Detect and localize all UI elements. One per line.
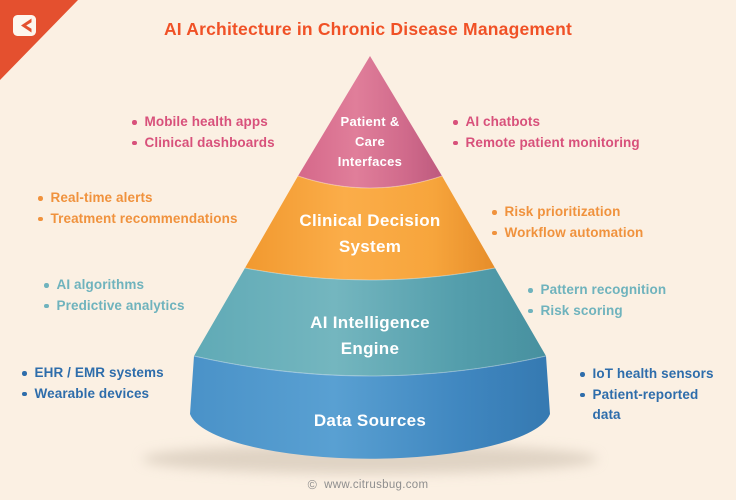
bullet-text: Wearable devices <box>34 385 150 401</box>
layer-shape-data-sources <box>190 356 550 459</box>
corner-triangle <box>0 0 78 80</box>
layer-label-line: Data Sources <box>313 411 427 430</box>
bullet-dot <box>132 140 137 145</box>
list-item: AI algorithms <box>44 275 185 296</box>
bullets-left-clinical-decision-system: Real-time alerts Treatment recommendatio… <box>38 188 238 229</box>
layer-label-line: Care <box>354 134 386 149</box>
bullet-dot <box>22 391 27 396</box>
layer-label-line: System <box>338 237 402 256</box>
bullet-dot <box>492 210 497 215</box>
brand-corner <box>0 0 78 80</box>
bullet-text: AI algorithms <box>56 277 145 292</box>
bullet-text: Clinical dashboards <box>144 134 275 150</box>
layer-label-data-sources: Data Sources <box>255 410 485 432</box>
bullet-dot <box>528 288 533 293</box>
cone-shadow <box>142 444 598 474</box>
list-item: Risk scoring <box>528 301 666 322</box>
list-item: Risk prioritization <box>492 202 643 223</box>
bullets-right-patient-care-interfaces: AI chatbots Remote patient monitoring <box>453 112 640 153</box>
list-item: Real-time alerts <box>38 188 238 209</box>
layer-label-line: Engine <box>340 339 400 358</box>
footer-url: www.citrusbug.com <box>324 479 429 492</box>
list-item: Mobile health apps <box>132 112 275 133</box>
list-item: AI chatbots <box>453 112 640 133</box>
layer-label-line: AI Intelligence <box>310 313 430 332</box>
bullet-dot <box>492 230 497 235</box>
bullet-text: AI chatbots <box>465 114 541 129</box>
bullet-text: Risk scoring <box>540 302 623 318</box>
list-item: Predictive analytics <box>44 296 185 317</box>
bullet-dot <box>453 120 458 125</box>
list-item: Wearable devices <box>22 384 164 405</box>
bullet-dot <box>580 372 585 377</box>
list-item: Workflow automation <box>492 223 643 244</box>
bullet-text: Mobile health apps <box>144 114 268 129</box>
bullet-text: Workflow automation <box>504 224 644 240</box>
list-item: IoT health sensors <box>580 364 716 385</box>
bullets-left-data-sources: EHR / EMR systems Wearable devices <box>22 363 164 404</box>
bullet-text: Remote patient monitoring <box>465 134 640 150</box>
layer-shape-patient-care-interfaces <box>298 56 442 188</box>
layer-seam <box>297 175 443 189</box>
footer: © www.citrusbug.com <box>0 479 736 492</box>
bullet-dot <box>38 196 43 201</box>
bullets-right-data-sources: IoT health sensors Patient-reported data <box>580 364 716 426</box>
bullet-dot <box>44 303 49 308</box>
layer-shape-clinical-decision-system <box>245 176 495 280</box>
citrusbug-logo-icon <box>21 18 32 33</box>
bullets-left-ai-intelligence-engine: AI algorithms Predictive analytics <box>44 275 185 316</box>
bullet-text: Pattern recognition <box>540 282 667 297</box>
layer-label-ai-intelligence-engine: AI Intelligence Engine <box>255 310 485 362</box>
bullet-text: Patient-reported data <box>592 386 699 423</box>
list-item: Pattern recognition <box>528 280 666 301</box>
bullet-text: IoT health sensors <box>592 366 714 381</box>
layer-shape-ai-intelligence-engine <box>194 268 546 376</box>
bullet-dot <box>22 371 27 376</box>
layer-label-clinical-decision-system: Clinical Decision System <box>255 208 485 260</box>
layer-label-line: Patient & <box>340 114 400 129</box>
bullet-text: Risk prioritization <box>504 204 621 219</box>
copyright-icon: © <box>307 478 318 492</box>
layer-label-patient-care-interfaces: Patient & Care Interfaces <box>295 112 445 172</box>
bullets-left-patient-care-interfaces: Mobile health apps Clinical dashboards <box>132 112 275 153</box>
bullet-dot <box>528 308 533 313</box>
bullet-dot <box>580 392 585 397</box>
layer-label-line: Interfaces <box>337 154 403 169</box>
bullet-dot <box>132 120 137 125</box>
list-item: Treatment recommendations <box>38 209 238 230</box>
bullets-right-ai-intelligence-engine: Pattern recognition Risk scoring <box>528 280 666 321</box>
bullet-text: Real-time alerts <box>50 190 153 205</box>
list-item: Remote patient monitoring <box>453 133 640 154</box>
list-item: EHR / EMR systems <box>22 363 164 384</box>
bullet-dot <box>453 140 458 145</box>
bullet-dot <box>38 216 43 221</box>
bullet-text: Predictive analytics <box>56 297 185 313</box>
list-item: Clinical dashboards <box>132 133 275 154</box>
bullet-text: EHR / EMR systems <box>34 365 164 380</box>
page-title: AI Architecture in Chronic Disease Manag… <box>163 19 573 39</box>
bullet-dot <box>44 283 49 288</box>
layer-seam <box>244 267 496 281</box>
list-item: Patient-reported data <box>580 385 716 426</box>
layer-seam <box>193 355 547 377</box>
bullet-text: Treatment recommendations <box>50 210 238 226</box>
bullets-right-clinical-decision-system: Risk prioritization Workflow automation <box>492 202 643 243</box>
layer-label-line: Clinical Decision <box>299 211 441 230</box>
